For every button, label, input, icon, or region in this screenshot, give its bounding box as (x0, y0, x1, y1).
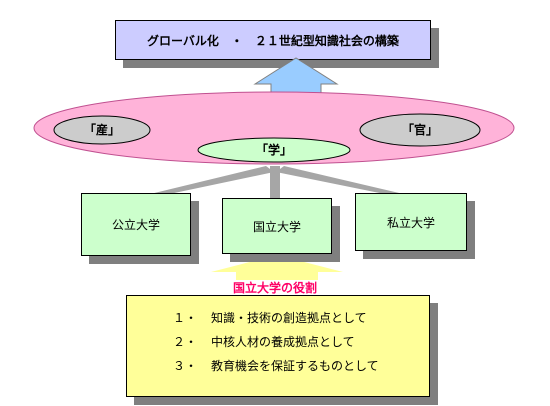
public-university-box: 公立大学 (81, 193, 191, 256)
role-text: 知識・技術の創造拠点として (211, 311, 367, 325)
sector-academia-ellipse (197, 137, 351, 163)
sector-government-ellipse (359, 113, 481, 147)
connector-private (276, 166, 412, 196)
private-university-box: 私立大学 (355, 193, 467, 251)
national-university-box: 国立大学 (222, 198, 332, 254)
role-number: ３・ (173, 359, 198, 373)
connector-public (142, 166, 274, 196)
role-item: ２・ 中核人材の養成拠点として (173, 330, 429, 354)
role-number: １・ (173, 311, 198, 325)
roles-box: １・ 知識・技術の創造拠点として ２・ 中核人材の養成拠点として ３・ 教育機会… (126, 295, 430, 397)
sector-industry-ellipse (53, 115, 151, 145)
role-item: １・ 知識・技術の創造拠点として (173, 306, 429, 330)
connector-national (270, 166, 280, 198)
role-item: ３・ 教育機会を保証するものとして (173, 354, 429, 378)
role-number: ２・ (173, 335, 198, 349)
society-ellipse (33, 91, 515, 165)
goal-box: グローバル化 ・ ２１世紀型知識社会の構築 (115, 20, 431, 60)
role-text: 中核人材の養成拠点として (211, 335, 355, 349)
sector-industry-label: 「産」 (84, 122, 120, 137)
role-text: 教育機会を保証するものとして (211, 359, 379, 373)
sector-government-label: 「官」 (402, 122, 438, 137)
roles-title: 国立大学の役割 (232, 281, 317, 295)
sector-academia-label: 「学」 (256, 142, 292, 157)
